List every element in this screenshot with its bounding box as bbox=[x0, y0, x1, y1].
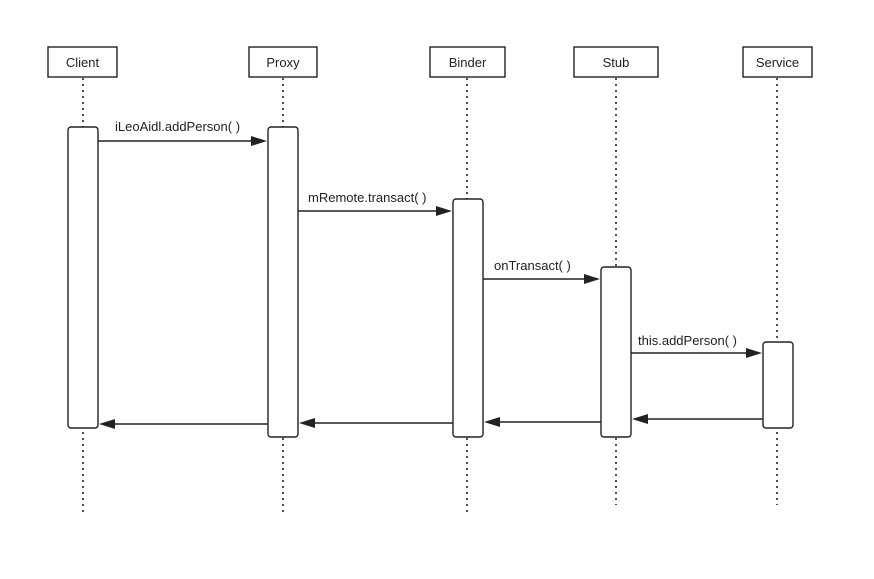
arrowhead-addperson bbox=[251, 136, 267, 146]
message-ontransact-call: onTransact( ) bbox=[483, 258, 600, 284]
message-transact-call: mRemote.transact( ) bbox=[298, 190, 452, 216]
participant-stub: Stub bbox=[573, 46, 659, 78]
arrowhead-return-proxy-client bbox=[99, 419, 115, 429]
message-label-addperson: iLeoAidl.addPerson( ) bbox=[115, 119, 240, 134]
activation-service bbox=[762, 341, 794, 429]
arrowhead-transact bbox=[436, 206, 452, 216]
participant-box-binder bbox=[429, 46, 506, 78]
participant-box-stub bbox=[573, 46, 659, 78]
arrowhead-this-addperson bbox=[746, 348, 762, 358]
participant-proxy: Proxy bbox=[248, 46, 318, 78]
participants: Client Proxy Binder Stub Service bbox=[47, 46, 813, 78]
message-label-ontransact: onTransact( ) bbox=[494, 258, 571, 273]
participant-box-client bbox=[47, 46, 118, 78]
participant-client: Client bbox=[47, 46, 118, 78]
participant-label-stub: Stub bbox=[603, 55, 630, 70]
participant-label-proxy: Proxy bbox=[266, 55, 300, 70]
arrowhead-return-service-stub bbox=[632, 414, 648, 424]
messages: iLeoAidl.addPerson( ) mRemote.transact( … bbox=[98, 119, 763, 429]
participant-binder: Binder bbox=[429, 46, 506, 78]
activation-binder bbox=[452, 198, 484, 438]
participant-box-proxy bbox=[248, 46, 318, 78]
message-return-proxy-client bbox=[99, 419, 268, 429]
message-return-binder-proxy bbox=[299, 418, 453, 428]
participant-label-binder: Binder bbox=[449, 55, 487, 70]
activations bbox=[67, 126, 794, 438]
message-addperson-call: iLeoAidl.addPerson( ) bbox=[98, 119, 267, 146]
message-label-this-addperson: this.addPerson( ) bbox=[638, 333, 737, 348]
participant-label-client: Client bbox=[66, 55, 100, 70]
activation-proxy bbox=[267, 126, 299, 438]
participant-service: Service bbox=[742, 46, 813, 78]
activation-stub bbox=[600, 266, 632, 438]
lifelines bbox=[82, 78, 778, 515]
participant-box-service bbox=[742, 46, 813, 78]
arrowhead-return-stub-binder bbox=[484, 417, 500, 427]
arrowhead-ontransact bbox=[584, 274, 600, 284]
message-label-transact: mRemote.transact( ) bbox=[308, 190, 426, 205]
arrowhead-return-binder-proxy bbox=[299, 418, 315, 428]
message-return-service-stub bbox=[632, 414, 763, 424]
participant-label-service: Service bbox=[756, 55, 799, 70]
message-this-addperson-call: this.addPerson( ) bbox=[631, 333, 762, 358]
message-return-stub-binder bbox=[484, 417, 601, 427]
activation-client bbox=[67, 126, 99, 429]
